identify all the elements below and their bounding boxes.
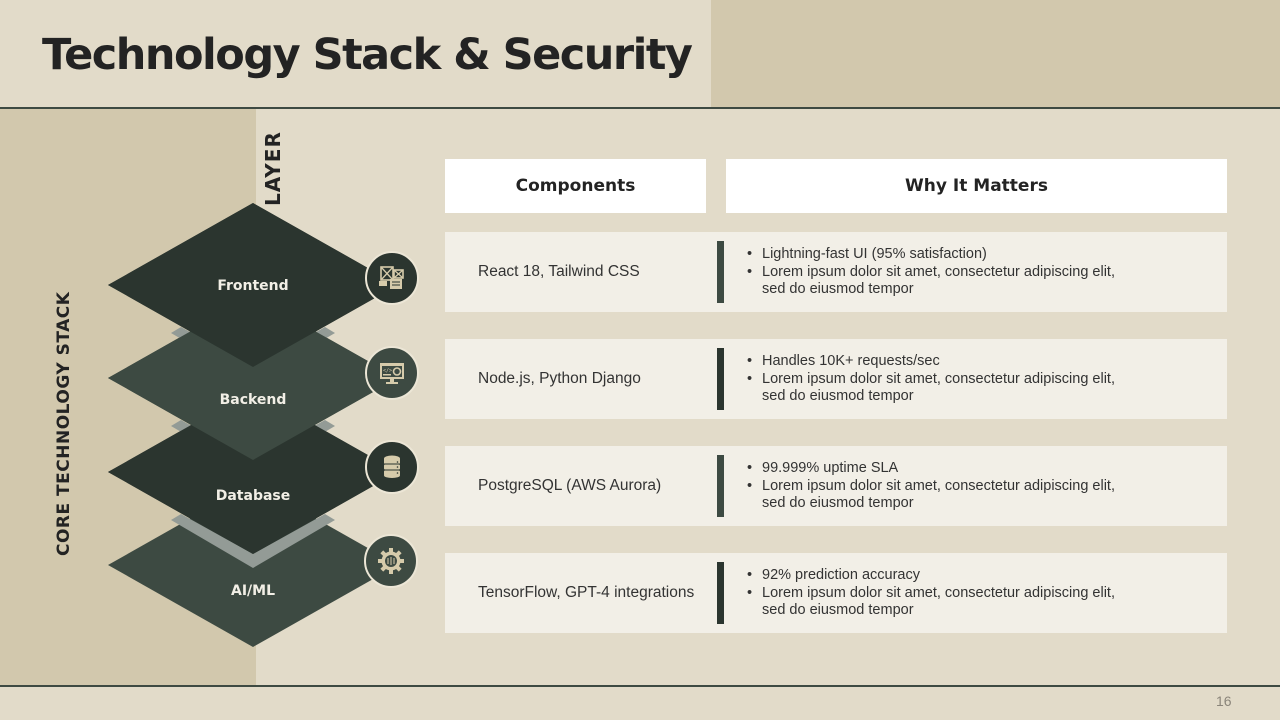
header-components: Components xyxy=(445,159,706,213)
layer-diamond-overlay xyxy=(108,390,398,554)
benefit-item: Lorem ipsum dolor sit amet, consectetur … xyxy=(747,478,1127,513)
slide-title: Technology Stack & Security xyxy=(42,30,693,80)
component-cell: PostgreSQL (AWS Aurora) xyxy=(478,477,662,494)
benefit-item: 92% prediction accuracy xyxy=(747,567,1127,585)
monitor-code-gear-icon: </> xyxy=(365,346,419,400)
layer-label: Database xyxy=(216,488,291,504)
database-icon xyxy=(365,440,419,494)
title-band-accent xyxy=(711,0,1280,108)
footer-divider xyxy=(0,685,1280,687)
web-layout-icon xyxy=(365,251,419,305)
table-row: TensorFlow, GPT-4 integrations 92% predi… xyxy=(445,553,1227,633)
layer-diamond-overlay xyxy=(108,203,398,367)
svg-text:</>: </> xyxy=(383,368,392,374)
layer-label: AI/ML xyxy=(231,583,275,599)
benefit-list: Lightning-fast UI (95% satisfaction) Lor… xyxy=(747,246,1127,299)
accent-bar xyxy=(717,455,724,517)
table-row: React 18, Tailwind CSS Lightning-fast UI… xyxy=(445,232,1227,312)
accent-bar xyxy=(717,562,724,624)
layer-diamond-overlay xyxy=(108,296,398,460)
layer-chevron xyxy=(171,514,335,568)
benefit-item: Lorem ipsum dolor sit amet, consectetur … xyxy=(747,585,1127,620)
component-cell: TensorFlow, GPT-4 integrations xyxy=(478,584,695,601)
benefit-item: Lorem ipsum dolor sit amet, consectetur … xyxy=(747,371,1127,406)
benefit-list: 99.999% uptime SLA Lorem ipsum dolor sit… xyxy=(747,460,1127,513)
header-divider xyxy=(0,107,1280,109)
benefit-item: Lightning-fast UI (95% satisfaction) xyxy=(747,246,1127,264)
benefit-item: 99.999% uptime SLA xyxy=(747,460,1127,478)
layer-label: Frontend xyxy=(217,278,288,294)
benefit-item: Lorem ipsum dolor sit amet, consectetur … xyxy=(747,264,1127,299)
table-row: Node.js, Python Django Handles 10K+ requ… xyxy=(445,339,1227,419)
benefit-list: 92% prediction accuracy Lorem ipsum dolo… xyxy=(747,567,1127,620)
header-why-it-matters: Why It Matters xyxy=(726,159,1227,213)
accent-bar xyxy=(717,241,724,303)
page-number: 16 xyxy=(1216,693,1232,709)
benefit-list: Handles 10K+ requests/sec Lorem ipsum do… xyxy=(747,353,1127,406)
component-cell: Node.js, Python Django xyxy=(478,370,641,387)
table-row: PostgreSQL (AWS Aurora) 99.999% uptime S… xyxy=(445,446,1227,526)
ai-gear-icon xyxy=(364,534,418,588)
layer-label: Backend xyxy=(220,392,287,408)
benefit-item: Handles 10K+ requests/sec xyxy=(747,353,1127,371)
component-cell: React 18, Tailwind CSS xyxy=(478,263,640,280)
accent-bar xyxy=(717,348,724,410)
